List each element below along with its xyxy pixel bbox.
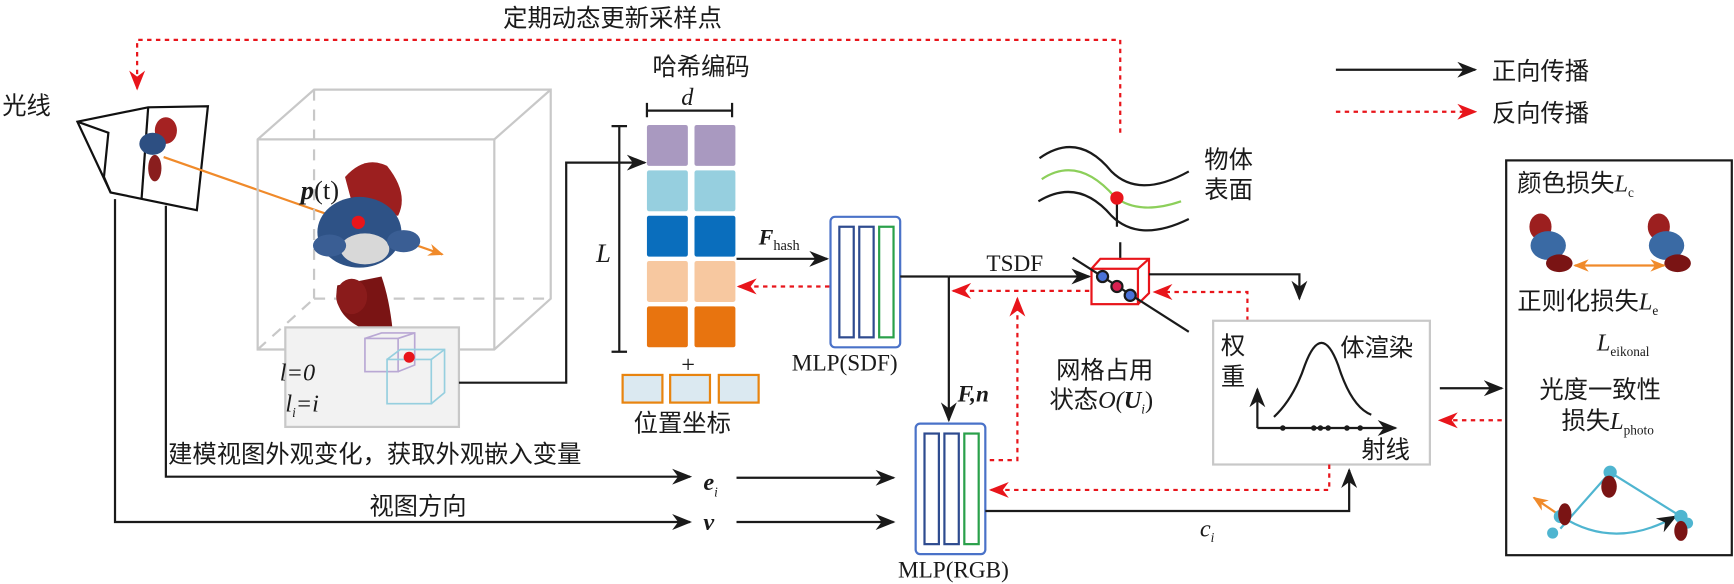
- surface-label-line1: 物体: [1204, 145, 1253, 174]
- hash-cell: [646, 125, 688, 166]
- mlp-rgb-label: MLP(RGB): [898, 557, 1009, 583]
- ei-label: ei: [703, 469, 718, 500]
- dimension-d-bracket: [645, 102, 734, 118]
- dimension-d: d: [681, 84, 694, 111]
- hash-cell: [646, 306, 688, 348]
- dimension-L-bracket: [611, 125, 628, 353]
- view-direction-arrow: [113, 199, 693, 530]
- occupancy-grid-cube: [1090, 257, 1151, 306]
- volume-render-box: [1212, 319, 1431, 466]
- volume-render-label: 体渲染: [1340, 333, 1413, 362]
- photometric-multiview-sketch: [1532, 465, 1694, 541]
- hash-cell: [646, 170, 688, 212]
- hash-cell: [694, 306, 736, 348]
- mlp-sdf-label: MLP(SDF): [792, 351, 898, 377]
- color-ci-label: ci: [1200, 515, 1215, 545]
- resample-feedback-arrow: [129, 38, 1122, 133]
- level-i-label: li=i: [285, 390, 319, 420]
- hash-cell: [646, 261, 688, 302]
- hash-cell: [646, 215, 688, 257]
- f-hash-label: Fhash: [758, 224, 800, 254]
- weight-label-1: 权: [1221, 331, 1245, 360]
- plus-sign: +: [681, 352, 695, 379]
- grid-sample-point: [403, 351, 415, 363]
- regularization-loss-label: 正则化损失Le: [1517, 287, 1658, 319]
- f-n-label: F,n: [957, 381, 989, 407]
- position-coordinate-label: 位置坐标: [634, 408, 731, 437]
- rgb-to-occupancy-backprop: [989, 296, 1026, 462]
- hash-encoding-title: 哈希编码: [652, 52, 749, 81]
- v-label: v: [703, 509, 714, 536]
- color-loss-smurf-left: [1529, 213, 1573, 273]
- view-direction-label: 视图方向: [369, 491, 466, 520]
- grid-to-hash-arrow: [458, 154, 647, 384]
- position-coordinate-cells: [621, 373, 760, 404]
- tsdf-label: TSDF: [986, 251, 1043, 277]
- photometric-loss-line1: 光度一致性: [1539, 375, 1661, 404]
- legend: 正向传播 反向传播: [1335, 57, 1589, 128]
- mlp-sdf-block: [829, 215, 902, 349]
- weight-label-2: 重: [1221, 362, 1245, 391]
- mlp-rgb-block: [914, 422, 987, 556]
- legend-backward-label: 反向传播: [1492, 99, 1589, 128]
- color-loss-label: 颜色损失Lc: [1517, 168, 1634, 200]
- ray-axis-label: 射线: [1361, 435, 1410, 464]
- hash-cell: [694, 215, 736, 257]
- hash-cell: [694, 125, 736, 166]
- render-to-occupancy-backprop: [1152, 284, 1249, 321]
- dimension-L: L: [595, 238, 611, 268]
- appearance-label: 建模视图外观变化，获取外观嵌入变量: [168, 439, 581, 468]
- occupancy-label-line1: 网格占用: [1056, 355, 1153, 384]
- smurf-thumbnail: [139, 117, 177, 182]
- grid-level-inset: [284, 326, 461, 429]
- point-label: p(t): [299, 175, 339, 205]
- occupancy-to-render-arrow: [1148, 273, 1308, 301]
- appearance-embedding-arrow: [164, 205, 693, 485]
- hash-table: [646, 125, 736, 348]
- rays-label: 光线: [2, 91, 51, 120]
- color-loss-smurf-right: [1647, 213, 1691, 273]
- rgb-to-render-arrow: [985, 468, 1358, 513]
- resample-label: 定期动态更新采样点: [503, 4, 722, 33]
- smurf-3d-model: [312, 162, 421, 330]
- photometric-loss-line2: 损失Lphoto: [1561, 406, 1654, 438]
- level-0-label: l=0: [280, 359, 315, 386]
- occupancy-samples: [1095, 269, 1137, 302]
- legend-forward-label: 正向传播: [1492, 57, 1589, 86]
- eikonal-loss-label: Leikonal: [1596, 330, 1650, 360]
- camera-frustum: [75, 105, 210, 212]
- scene-bounding-box: [256, 88, 552, 351]
- ray-sample-dots: [1280, 425, 1363, 431]
- grid-level-0-cube: [364, 332, 416, 373]
- surface-label-line2: 表面: [1204, 175, 1253, 204]
- occupancy-label-line2: 状态O(Ui): [1049, 385, 1153, 417]
- render-to-rgb-backprop: [988, 464, 1331, 498]
- sample-point: [351, 215, 365, 229]
- weight-curve: [1273, 342, 1372, 418]
- surface-point: [1110, 191, 1124, 205]
- hash-cell: [694, 261, 736, 302]
- hash-cell: [694, 170, 736, 212]
